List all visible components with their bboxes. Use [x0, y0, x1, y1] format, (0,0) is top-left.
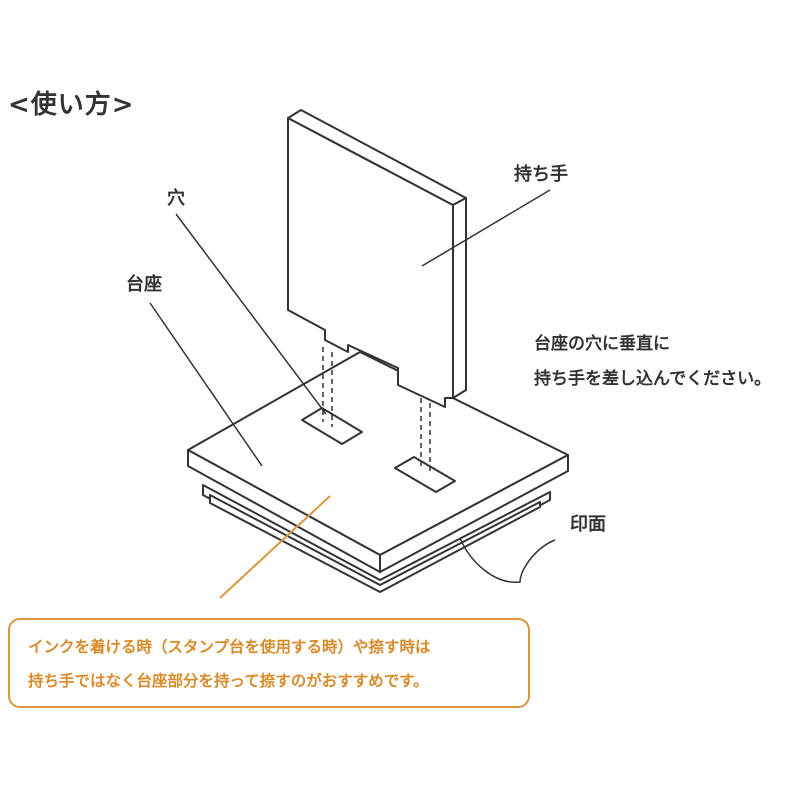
label-handle: 持ち手 — [514, 164, 568, 185]
print-face-layer — [202, 484, 551, 591]
tip-note-line-1: インクを着ける時（スタンプ台を使用する時）や捺す時は — [28, 638, 431, 656]
instruction-line-1: 台座の穴に垂直に — [534, 334, 670, 354]
label-base: 台座 — [126, 274, 162, 295]
leader-print-face — [459, 537, 556, 583]
base-top-face — [187, 351, 569, 556]
leader-base — [149, 302, 263, 467]
page-title: <使い方> — [8, 90, 135, 120]
tip-note-box: インクを着ける時（スタンプ台を使用する時）や捺す時は 持ち手ではなく台座部分を持… — [8, 618, 530, 708]
base-hole-right — [394, 456, 456, 493]
handle-side-face — [452, 197, 467, 399]
base-right-face — [379, 454, 569, 573]
label-print-face: 印面 — [570, 514, 606, 535]
label-hole: 穴 — [167, 188, 185, 209]
tip-note-line-2: 持ち手ではなく台座部分を持って捺すのがおすすめです。 — [28, 672, 429, 690]
print-face-layer-2 — [209, 494, 541, 593]
leader-hole — [175, 213, 327, 415]
leader-note — [219, 495, 331, 599]
instruction-text: 台座の穴に垂直に 持ち手を差し込んでください。 — [534, 327, 771, 397]
leader-handle — [421, 189, 551, 267]
instruction-line-2: 持ち手を差し込んでください。 — [534, 369, 772, 389]
